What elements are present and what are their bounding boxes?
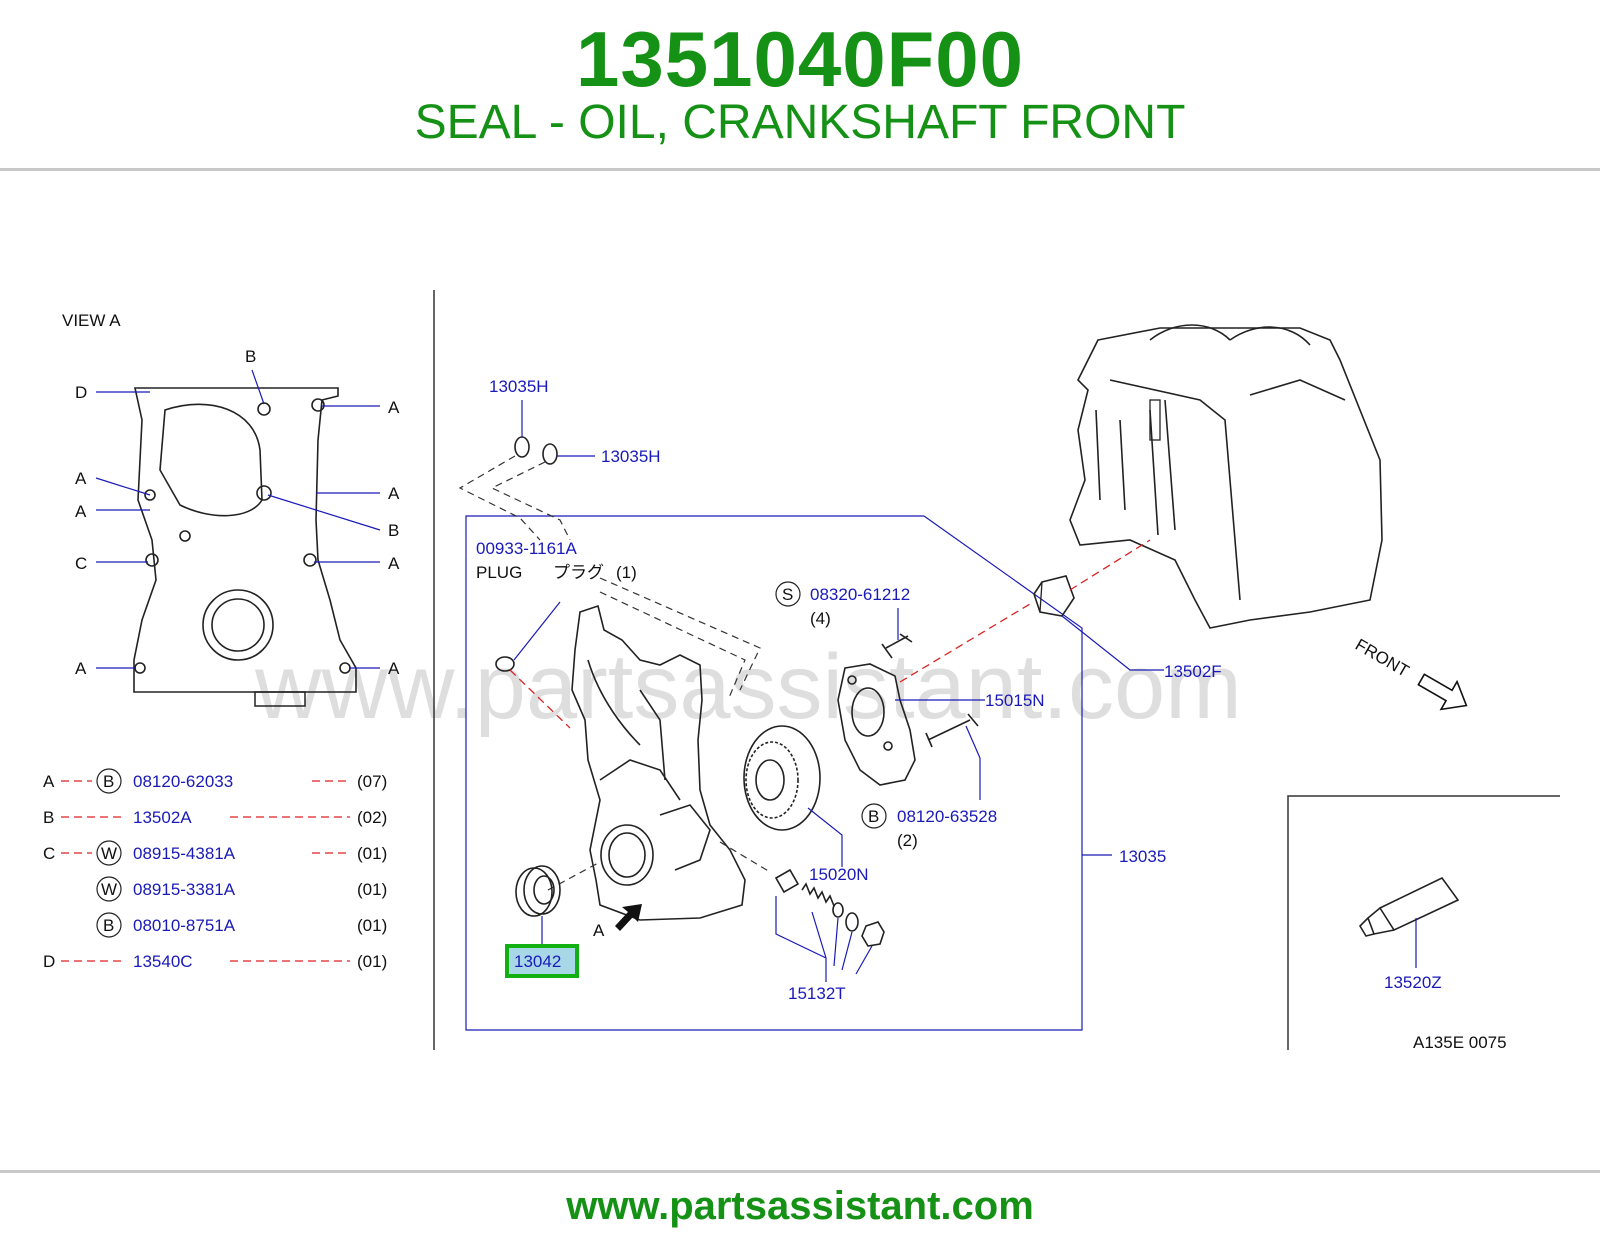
part-13502f-link[interactable]: 13502F [1164,662,1222,681]
legend-part-link[interactable]: 13502A [133,808,192,827]
part-13042-link[interactable]: 13042 [514,952,561,971]
legend-part-link[interactable]: 13540C [133,952,193,971]
front-label: FRONT [1352,635,1412,681]
part-15132t-link[interactable]: 15132T [788,984,846,1003]
header-divider [0,168,1600,171]
view-a-arrow-icon [615,904,642,931]
svg-text:B: B [103,916,114,935]
svg-text:(01): (01) [357,880,387,899]
part-15015n-link[interactable]: 15015N [985,691,1045,710]
badge-circle [96,876,122,902]
part-08320-61212-link[interactable]: 08320-61212 [810,585,910,604]
oil-pump-body-15015n-drawing [837,663,916,786]
view-a-letter-a2: A [75,469,87,488]
bolt-icon [925,713,979,748]
front-cover-13035-drawing [571,604,746,921]
footer-divider [0,1170,1600,1173]
plug-icon [495,656,515,672]
svg-text:B: B [43,808,54,827]
part-13035h-link[interactable]: 13035H [489,377,549,396]
seal-bore [202,589,274,661]
part-15020n-link[interactable]: 15020N [809,865,869,884]
relief-valve-15132t-drawing [774,868,885,947]
o-ring-icon [514,436,530,458]
view-a-letter-a1: A [388,398,400,417]
legend-row[interactable]: A B 08120-62033 (07) [43,768,387,794]
svg-text:W: W [101,880,117,899]
svg-text:B: B [103,772,114,791]
view-a-letter-d: D [75,383,87,402]
svg-text:A: A [43,772,55,791]
svg-text:(02): (02) [357,808,387,827]
plug-qty: (1) [616,563,637,582]
highlighted-part-box[interactable] [505,944,579,978]
screw-icon [881,633,913,659]
badge-s-circle [775,581,801,607]
view-a-letter-a3: A [75,502,87,521]
svg-text:(01): (01) [357,844,387,863]
timing-cover-inner [159,403,263,517]
diagram-code: A135E 0075 [1413,1033,1507,1052]
svg-text:D: D [43,952,55,971]
parts-diagram: www.partsassistant.com VIEW A [43,290,1560,1052]
view-a-panel: VIEW A B D A A [62,311,400,707]
badge-b-circle [861,803,887,829]
view-a-marker: A [593,921,605,940]
legend-part-link[interactable]: 08915-4381A [133,844,236,863]
part-13520z-link[interactable]: 13520Z [1384,973,1442,992]
legend-row[interactable]: W 08915-3381A (01) [96,876,387,902]
dowel-13502f-drawing [1033,575,1075,617]
badge-circle [96,912,122,938]
sealant-box [1287,795,1560,1050]
part-08120-63528-link[interactable]: 08120-63528 [897,807,997,826]
part-00933-1161a-link[interactable]: 00933-1161A [476,539,577,558]
bolt-legend: A B 08120-62033 (07) B 13502A (02) C W 0… [43,768,387,971]
badge-circle [96,840,122,866]
front-arrow-icon [1417,673,1468,711]
legend-row[interactable]: B 13502A (02) [43,808,387,827]
assembly-bracket [465,515,1083,1031]
view-a-letter-a5: A [388,554,400,573]
legend-part-link[interactable]: 08010-8751A [133,916,236,935]
oil-pump-rotor-15020n-drawing [743,725,821,831]
svg-text:W: W [101,844,117,863]
part-description: SEAL - OIL, CRANKSHAFT FRONT [414,96,1186,149]
part-13035h-link[interactable]: 13035H [601,447,661,466]
view-a-letter-a6: A [75,659,87,678]
sealant-tube-13520z-drawing [1358,876,1460,937]
badge-circle [96,768,122,794]
legend-row[interactable]: D 13540C (01) [43,952,387,971]
oil-seal-13042-drawing [515,865,561,917]
legend-row[interactable]: B 08010-8751A (01) [96,912,387,938]
view-a-letter-a4: A [388,484,400,503]
view-a-letter-a7: A [388,659,400,678]
svg-text:(01): (01) [357,916,387,935]
legend-part-link[interactable]: 08120-62033 [133,772,233,791]
part-13035-link[interactable]: 13035 [1119,847,1166,866]
svg-text:C: C [43,844,55,863]
view-a-letter-c: C [75,554,87,573]
engine-block-drawing [1069,324,1383,629]
badge-b: B [868,807,879,826]
plug-label: PLUG [476,563,522,582]
view-a-letter-b2: B [388,521,399,540]
part-number-title: 1351040F00 [575,15,1025,103]
screw-qty: (4) [810,609,831,628]
bolt-qty: (2) [897,831,918,850]
o-ring-icon [542,443,558,465]
view-a-title: VIEW A [62,311,121,330]
badge-s: S [782,585,793,604]
footer-url[interactable]: www.partsassistant.com [566,1184,1034,1228]
legend-row[interactable]: C W 08915-4381A (01) [43,840,387,866]
svg-text:(07): (07) [357,772,387,791]
view-a-letter-b1: B [245,347,256,366]
svg-text:(01): (01) [357,952,387,971]
plug-label-jp: プラグ [553,563,604,582]
watermark: www.partsassistant.com [254,636,1242,738]
legend-part-link[interactable]: 08915-3381A [133,880,236,899]
